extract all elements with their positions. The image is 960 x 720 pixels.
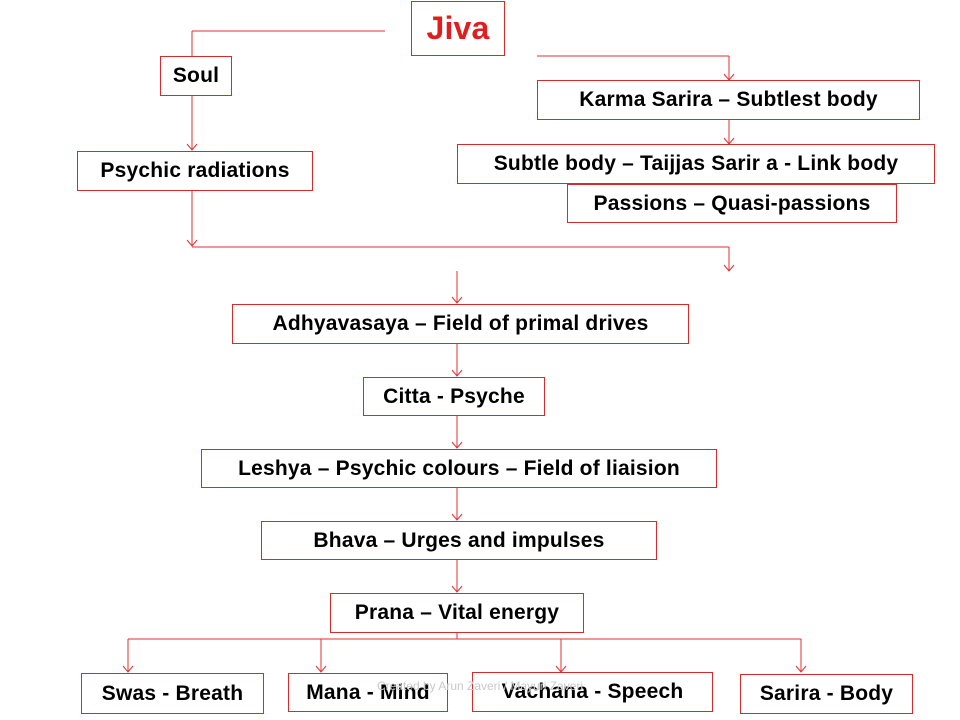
swas-label: Swas - Breath — [101, 681, 244, 705]
subtle-body-box: Subtle body – Taijjas Sarir a - Link bod… — [457, 144, 935, 184]
karma-sarira-label: Karma Sarira – Subtlest body — [579, 88, 878, 111]
subtle-body-label: Subtle body – Taijjas Sarir a - Link bod… — [493, 152, 899, 175]
karma-sarira-box: Karma Sarira – Subtlest body — [537, 80, 920, 120]
bhava-box: Bhava – Urges and impulses — [261, 521, 657, 560]
adhyavasaya-label: Adhyavasaya – Field of primal drives — [272, 312, 649, 335]
citta-label: Citta - Psyche — [383, 384, 525, 408]
prana-box: Prana – Vital energy — [330, 593, 584, 633]
adhyavasaya-box: Adhyavasaya – Field of primal drives — [232, 304, 689, 344]
mana-label: Mana - Mind — [306, 680, 430, 704]
jiva-title-box: Jiva — [411, 1, 505, 56]
watermark-credit: Created by Arun Zaveri / Mayuri Zaveri — [376, 679, 584, 693]
sarira-box: Sarira - Body — [740, 674, 913, 714]
psychic-radiations-box: Psychic radiations — [77, 151, 313, 191]
vachana-box: Vachana - Speech — [472, 672, 713, 712]
swas-box: Swas - Breath — [81, 673, 264, 714]
passions-box: Passions – Quasi-passions — [567, 184, 897, 223]
soul-label: Soul — [172, 64, 220, 87]
prana-label: Prana – Vital energy — [354, 601, 560, 624]
passions-label: Passions – Quasi-passions — [593, 191, 871, 215]
soul-box: Soul — [160, 56, 232, 96]
mana-box: Mana - Mind — [288, 673, 448, 712]
sarira-label: Sarira - Body — [759, 682, 894, 705]
vachana-label: Vachana - Speech — [501, 680, 684, 703]
jiva-title: Jiva — [426, 10, 490, 46]
bhava-label: Bhava – Urges and impulses — [313, 528, 605, 552]
leshya-label: Leshya – Psychic colours – Field of liai… — [238, 456, 680, 480]
citta-box: Citta - Psyche — [363, 377, 545, 416]
psychic-radiations-label: Psychic radiations — [100, 159, 290, 182]
leshya-box: Leshya – Psychic colours – Field of liai… — [201, 449, 717, 488]
